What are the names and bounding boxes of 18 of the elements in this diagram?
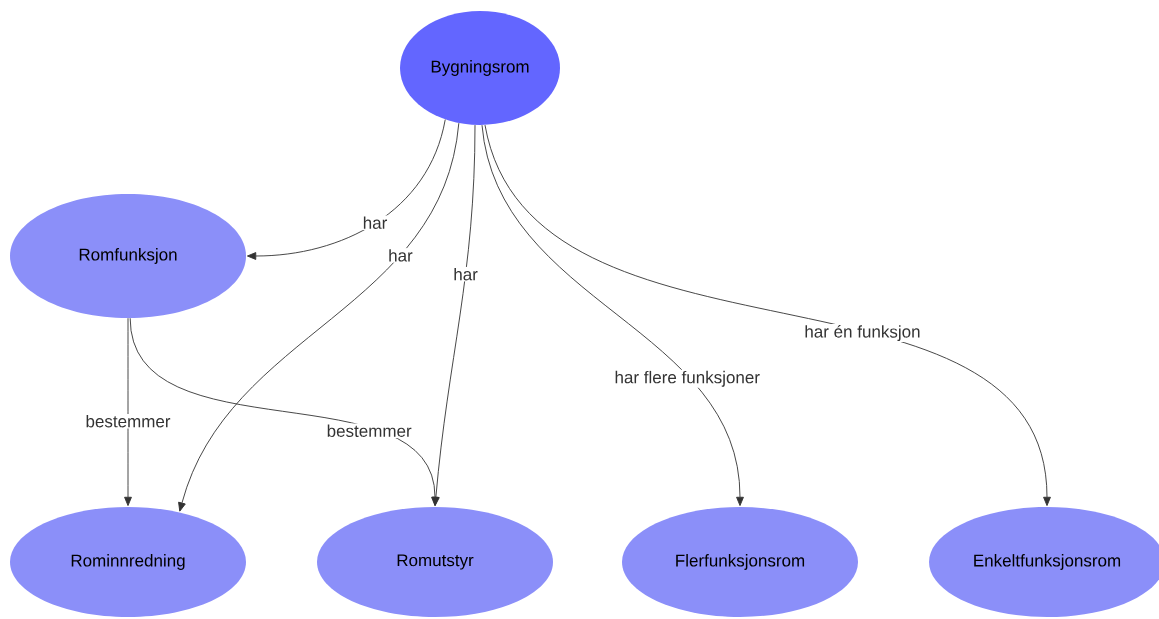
arrow bbox=[124, 317, 132, 507]
edge-label: har bbox=[361, 215, 389, 230]
edge-label: har bbox=[452, 266, 479, 282]
ellipse-node: Flerfunksjonsrom bbox=[622, 507, 858, 617]
ellipse-node: Romutstyr bbox=[317, 507, 553, 617]
arrow bbox=[178, 122, 460, 512]
edge-label: bestemmer bbox=[84, 413, 172, 429]
edge-label: har én funksjon bbox=[803, 324, 922, 343]
edge-label: bestemmer bbox=[325, 423, 413, 438]
ellipse-node: Rominnredning bbox=[10, 507, 246, 617]
arrow bbox=[484, 124, 1051, 507]
arrow bbox=[481, 124, 744, 507]
ellipse-node: Romfunksjon bbox=[10, 194, 246, 318]
edge-label: har bbox=[387, 248, 414, 263]
arrow bbox=[129, 317, 439, 507]
ellipse-node: Bygningsrom bbox=[400, 11, 560, 125]
arrow bbox=[246, 119, 446, 260]
edge-label: har flere funksjoner bbox=[613, 369, 761, 388]
